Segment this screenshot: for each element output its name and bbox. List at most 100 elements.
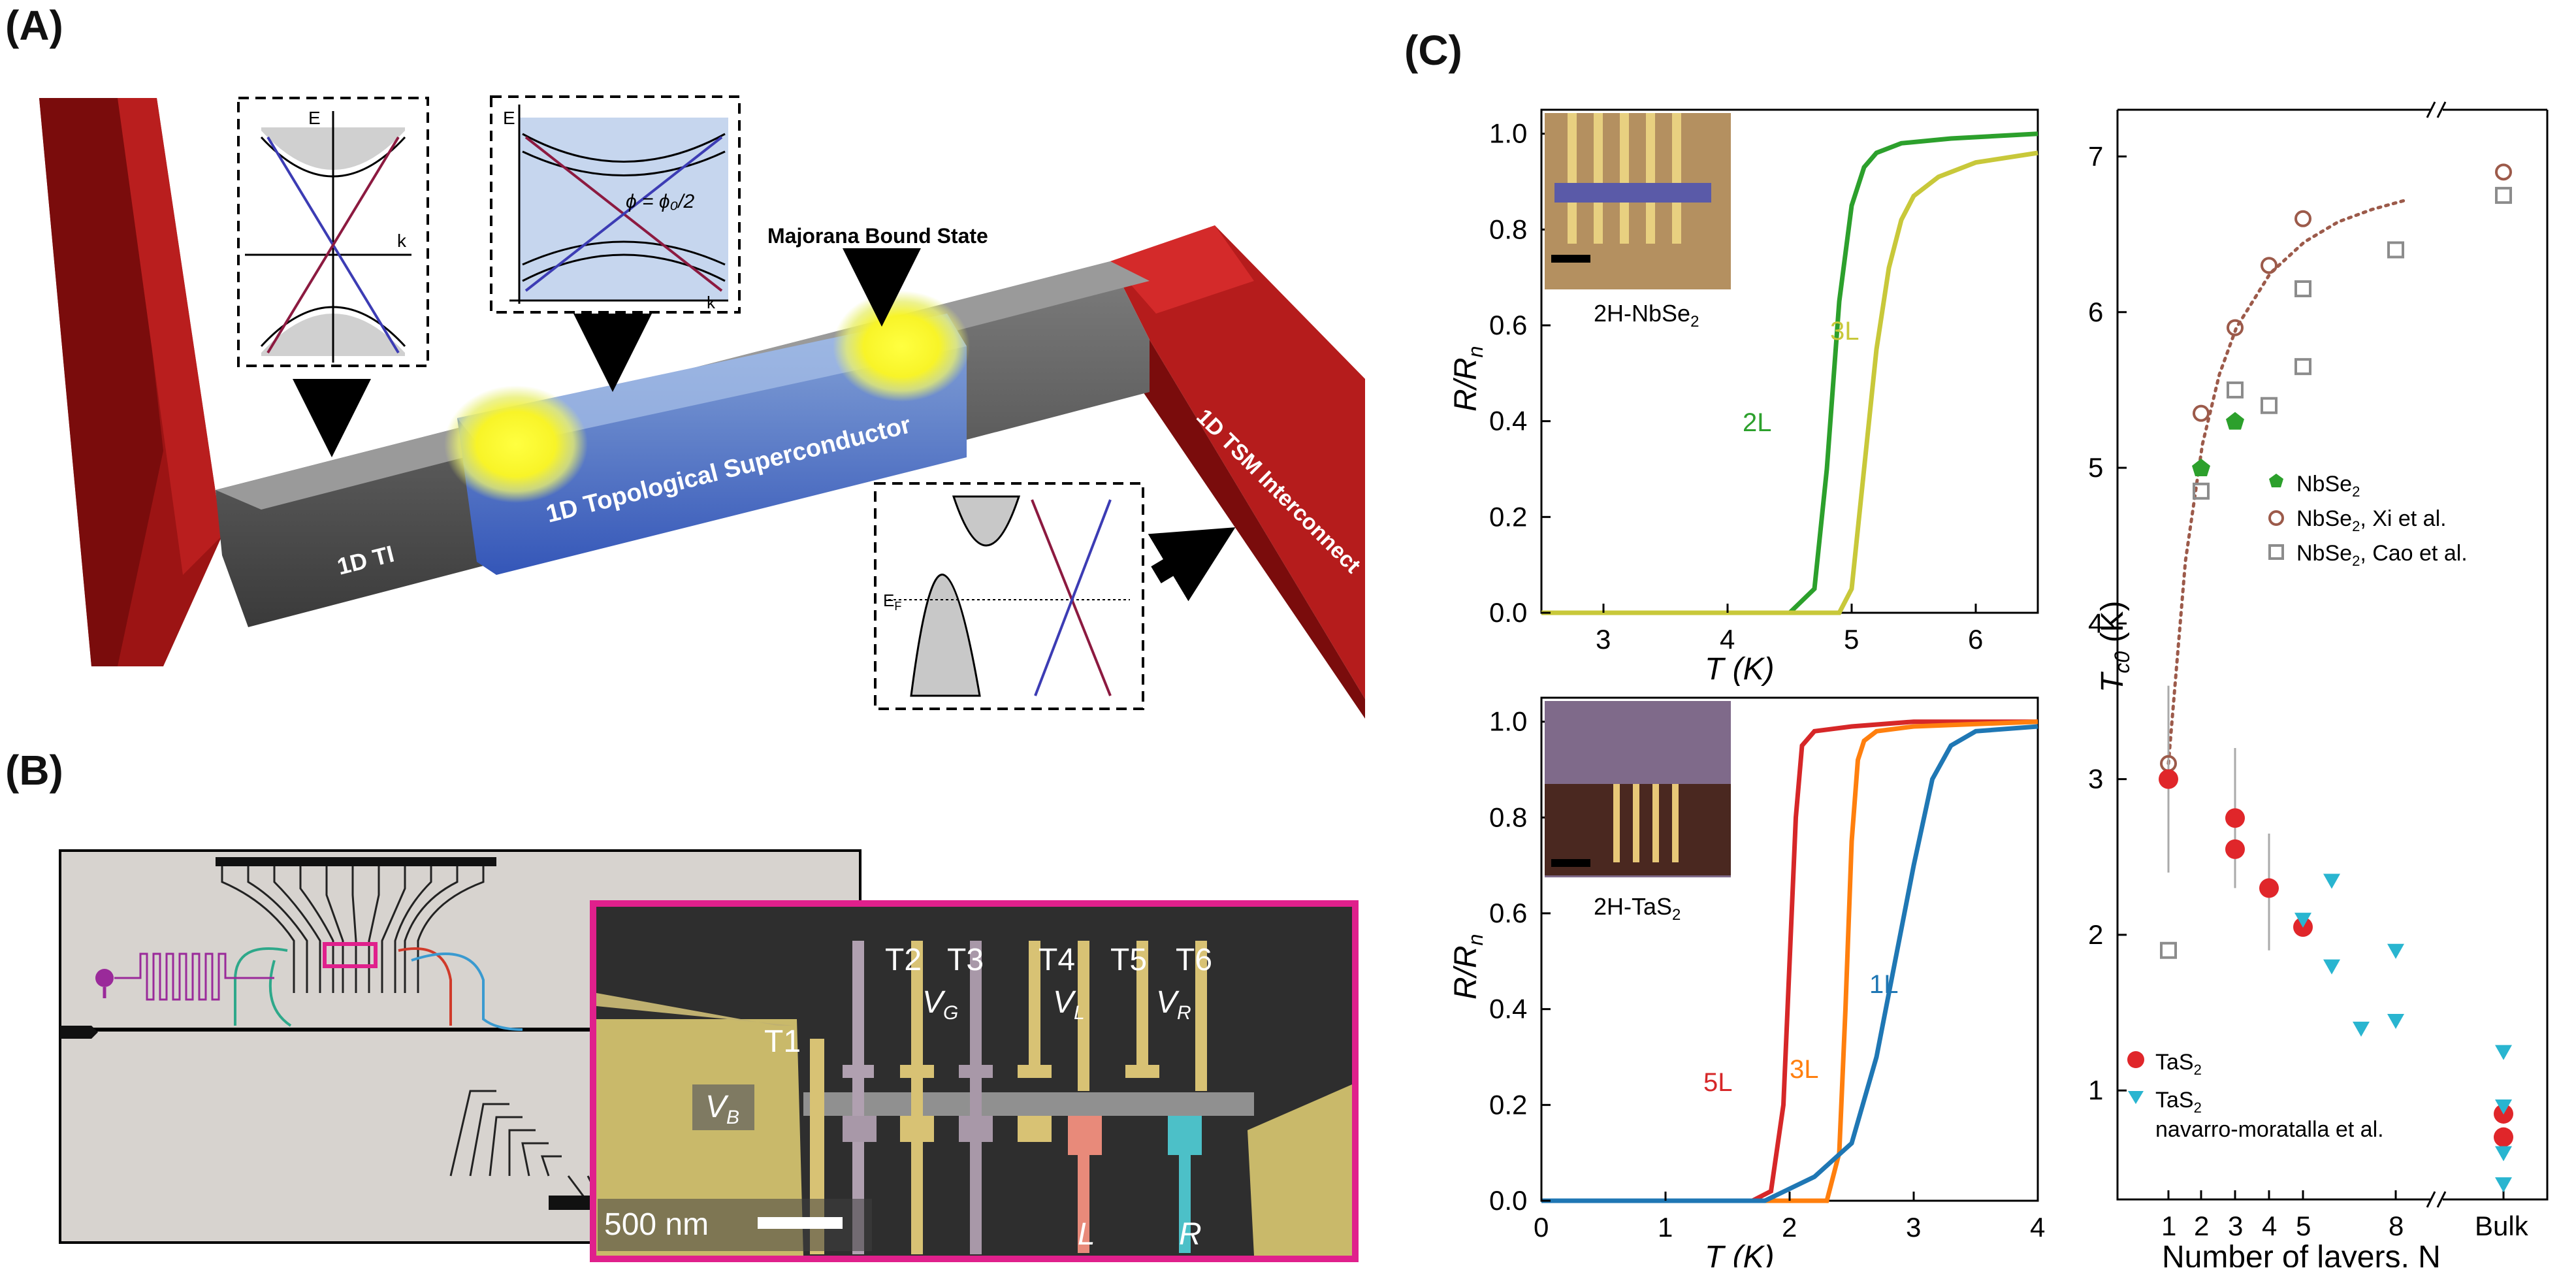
top-chart-ytick-label: 0.6 (1489, 310, 1527, 340)
right-chart-point-circle (2259, 878, 2279, 898)
top-chart-xtick-label: 6 (1968, 624, 1983, 655)
bottom-chart-ytick-label: 0.6 (1489, 898, 1527, 928)
right-chart-point-circle (2159, 769, 2178, 789)
svg-text:T (K): T (K) (1705, 1240, 1775, 1267)
right-chart-point-square-open (2160, 941, 2177, 959)
svg-text:3L: 3L (1790, 1055, 1819, 1084)
right-chart-xtick-label: 4 (2262, 1211, 2277, 1241)
top-chart-ytick-label: 0.4 (1489, 406, 1527, 436)
right-chart-point-square-open (2387, 241, 2404, 259)
svg-text:5L: 5L (1703, 1068, 1733, 1097)
right-chart-ytick-label: 5 (2088, 452, 2103, 483)
right-chart-ytick-label: 2 (2088, 919, 2103, 950)
svg-text:500 nm: 500 nm (604, 1207, 709, 1242)
inset-tsc-phase: E k ϕ = ϕ₀/2 (490, 95, 741, 314)
svg-text:2L: 2L (1743, 408, 1772, 437)
svg-text:Tc0 (K): Tc0 (K) (2095, 601, 2134, 692)
svg-text:NbSe2, Xi et al.: NbSe2, Xi et al. (2296, 506, 2447, 534)
svg-text:NbSe2: NbSe2 (2296, 472, 2360, 500)
right-chart-xtick-label: 5 (2296, 1211, 2311, 1241)
bottom-chart-ytick-label: 0.0 (1489, 1185, 1527, 1216)
legend-tas2: TaS2 TaS2 navarro-moratalla et al. (2127, 1050, 2384, 1142)
panel-label-b: (B) (5, 747, 63, 794)
right-chart-xtick-label: 3 (2228, 1211, 2243, 1241)
top-chart-xtick-label: 5 (1844, 624, 1859, 655)
right-chart-point-pentagon (2192, 459, 2210, 477)
svg-text:ϕ = ϕ₀/2: ϕ = ϕ₀/2 (626, 191, 695, 212)
top-chart-xtick-label: 4 (1720, 624, 1735, 655)
sem-image: T1 T2 T3 T4 T5 T6 VB VG VL VR L R 500 nm (590, 900, 1359, 1262)
right-chart-point-triangle-down (2495, 1099, 2512, 1115)
right-chart-point-circle-open (2193, 404, 2210, 422)
top-chart-series-2l (1541, 131, 2038, 615)
svg-text:3L: 3L (1830, 317, 1860, 346)
right-chart-xtick-label: 2 (2194, 1211, 2209, 1241)
right-chart-point-square-open (2261, 397, 2278, 414)
top-chart-ytick-label: 0.8 (1489, 214, 1527, 244)
legend-nbse2: NbSe2 NbSe2, Xi et al. NbSe2, Cao et al. (2268, 472, 2468, 569)
svg-text:VG: VG (922, 985, 958, 1024)
right-chart-point-triangle-down (2495, 1146, 2512, 1162)
right-chart-point-circle-open (2261, 257, 2278, 274)
right-chart-fit-curve (2166, 198, 2408, 766)
svg-text:R/Rn: R/Rn (1449, 346, 1487, 412)
majorana-label: Majorana Bound State (767, 224, 988, 248)
panel-a-illustration: 1D TI 1D Topological Superconductor 1D T… (39, 95, 1365, 719)
svg-text:T4: T4 (1038, 943, 1075, 977)
right-chart-ytick-label: 1 (2088, 1075, 2103, 1105)
right-chart-point-circle-open (2495, 163, 2512, 181)
right-chart-xtick-label: 1 (2161, 1211, 2176, 1241)
right-chart-point-circle-open (2294, 210, 2311, 227)
right-chart-ytick-label: 3 (2088, 764, 2103, 794)
svg-text:Number of layers, N: Number of layers, N (2162, 1240, 2441, 1267)
svg-text:VL: VL (1053, 985, 1085, 1024)
svg-text:T1: T1 (764, 1024, 801, 1059)
gate-fingers (810, 941, 1207, 1254)
top-chart-xtick-label: 3 (1596, 624, 1611, 655)
arrow-to-tsm (1148, 527, 1236, 602)
svg-text:NbSe2, Cao et al.: NbSe2, Cao et al. (2296, 541, 2468, 569)
top-chart-series-3l (1541, 150, 2038, 615)
bottom-chart-xtick-label: 1 (1658, 1212, 1673, 1243)
svg-text:L: L (1078, 1217, 1095, 1252)
right-chart-point-triangle-down (2387, 1013, 2404, 1029)
svg-text:TaS2: TaS2 (2155, 1050, 2202, 1078)
panel-b-device: T1 T2 T3 T4 T5 T6 VB VG VL VR L R 500 nm (59, 849, 1359, 1262)
inset-ti-dispersion: E k (237, 97, 429, 367)
right-chart-point-triangle-down (2495, 1045, 2512, 1060)
svg-text:navarro-moratalla et al.: navarro-moratalla et al. (2155, 1117, 2384, 1142)
svg-text:EF: EF (883, 591, 901, 613)
bottom-chart-xtick-label: 4 (2030, 1212, 2045, 1243)
right-chart-point-triangle-down (2495, 1177, 2512, 1193)
right-chart-ytick-label: 6 (2088, 297, 2103, 327)
bottom-chart-ytick-label: 0.8 (1489, 802, 1527, 832)
top-chart-ytick-label: 0.2 (1489, 501, 1527, 532)
svg-text:T6: T6 (1176, 943, 1212, 977)
right-chart-point-circle (2225, 808, 2245, 828)
majorana-glow-right (833, 291, 970, 402)
right-chart-point-triangle-down (2353, 1021, 2370, 1037)
right-red-lead (1110, 225, 1365, 719)
right-chart-point-square-open (2294, 280, 2311, 298)
right-chart-point-pentagon (2226, 412, 2244, 430)
svg-text:R/Rn: R/Rn (1449, 934, 1487, 1000)
panel-label-a: (A) (5, 2, 63, 49)
right-chart-point-circle (2225, 839, 2245, 859)
bottom-chart-series-3l (1541, 719, 2038, 1203)
right-chart-point-square-open (2294, 358, 2311, 376)
svg-text:1L: 1L (1869, 970, 1899, 999)
bottom-chart-ytick-label: 0.2 (1489, 1089, 1527, 1120)
right-chart-point-triangle-down (2323, 959, 2340, 975)
top-chart-ytick-label: 0.0 (1489, 597, 1527, 628)
svg-text:R: R (1179, 1217, 1202, 1252)
left-red-lead (39, 98, 222, 666)
svg-text:T5: T5 (1110, 943, 1147, 977)
svg-text:E: E (308, 108, 321, 128)
bottom-chart-series-1l (1541, 724, 2038, 1203)
svg-text:k: k (397, 231, 407, 251)
right-chart-xtick-label: Bulk (2475, 1211, 2529, 1241)
svg-text:T3: T3 (947, 943, 984, 977)
right-chart-point-square-open (2495, 187, 2512, 204)
